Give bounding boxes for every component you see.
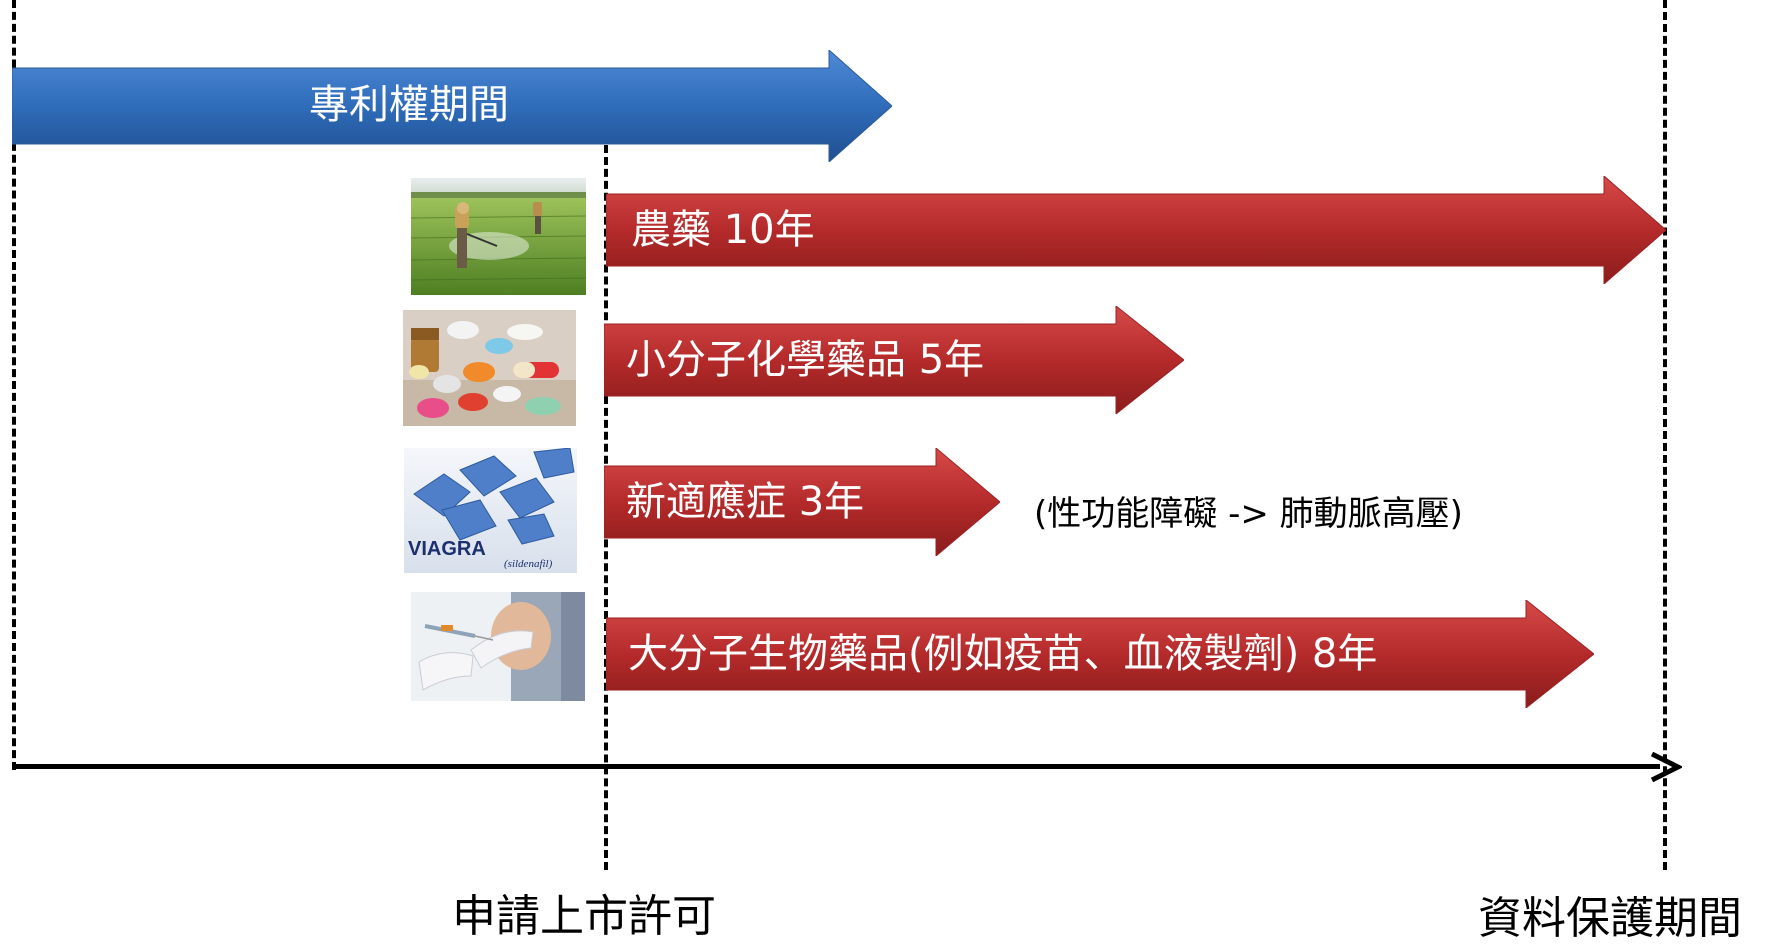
small-molecule-label: 小分子化學藥品 5年 — [626, 337, 985, 383]
pills-photo — [403, 310, 576, 426]
viagra-generic-text: (sildenafil) — [504, 558, 553, 570]
data-protection-end-line — [1663, 0, 1667, 870]
data-protection-label: 資料保護期間 — [1478, 893, 1742, 944]
patent-period-label: 專利權期間 — [309, 82, 509, 128]
pesticide-arrow: 農藥 10年 — [606, 176, 1666, 284]
timeline-arrowhead — [1650, 752, 1682, 782]
viagra-photo: VIAGRA (sildenafil) — [404, 448, 577, 573]
pesticide-field-photo — [411, 178, 586, 295]
viagra-brand-text: VIAGRA — [408, 538, 486, 560]
vaccination-photo — [411, 592, 585, 701]
pesticide-label: 農藥 10年 — [631, 207, 815, 253]
small-molecule-arrow: 小分子化學藥品 5年 — [604, 306, 1184, 414]
biologics-label: 大分子生物藥品(例如疫苗、血液製劑) 8年 — [628, 631, 1378, 677]
new-indication-arrow: 新適應症 3年 — [604, 448, 1000, 556]
biologics-arrow: 大分子生物藥品(例如疫苗、血液製劑) 8年 — [606, 600, 1594, 708]
market-approval-label: 申請上市許可 — [452, 891, 716, 942]
indication-note: (性功能障礙 -> 肺動脈高壓) — [1034, 494, 1463, 534]
new-indication-label: 新適應症 3年 — [626, 479, 865, 525]
timeline-axis — [12, 764, 1660, 769]
patent-period-arrow: 專利權期間 — [12, 50, 892, 162]
left-boundary-line — [12, 0, 16, 770]
